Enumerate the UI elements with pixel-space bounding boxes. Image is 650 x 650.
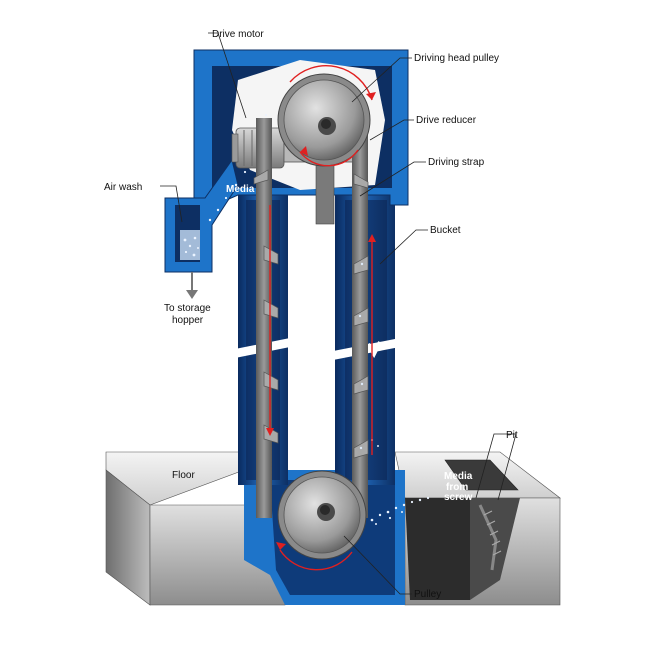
label-media-from-screw-3: screw bbox=[444, 492, 473, 503]
label-to-storage-line1: To storage bbox=[164, 303, 211, 314]
label-media-top: Media bbox=[226, 184, 255, 195]
tail-pulley bbox=[277, 470, 367, 560]
leader-lines bbox=[160, 32, 517, 595]
label-media-from-screw-2: from bbox=[446, 482, 468, 493]
label-bucket: Bucket bbox=[430, 225, 461, 236]
bucket-right-1 bbox=[353, 255, 369, 275]
bucket-right-3 bbox=[353, 375, 369, 395]
label-floor: Floor bbox=[172, 470, 195, 481]
label-media-from-screw-1: Media bbox=[444, 471, 473, 482]
label-drive-reducer: Drive reducer bbox=[416, 115, 477, 126]
bucket-left-3 bbox=[263, 371, 279, 391]
bucket-head-2 bbox=[353, 173, 369, 189]
label-pit: Pit bbox=[506, 430, 518, 441]
bucket-right-2 bbox=[353, 307, 369, 327]
buckets bbox=[253, 169, 369, 459]
direction-arrowheads bbox=[266, 92, 376, 550]
pit-block bbox=[394, 451, 561, 606]
bucket-left-2 bbox=[263, 299, 279, 319]
label-drive-motor: Drive motor bbox=[212, 29, 264, 40]
direction-arrows bbox=[269, 65, 373, 571]
bucket-left-1 bbox=[263, 245, 279, 265]
label-pulley: Pulley bbox=[414, 589, 441, 600]
label-driving-head-pulley: Driving head pulley bbox=[414, 53, 499, 64]
head-pulley bbox=[277, 73, 371, 167]
label-air-wash: Air wash bbox=[104, 182, 142, 193]
label-driving-strap: Driving strap bbox=[428, 157, 485, 168]
bucket-head-1 bbox=[253, 169, 269, 185]
media-from-screw-stream bbox=[370, 496, 430, 525]
label-to-storage-line2: hopper bbox=[172, 315, 204, 326]
